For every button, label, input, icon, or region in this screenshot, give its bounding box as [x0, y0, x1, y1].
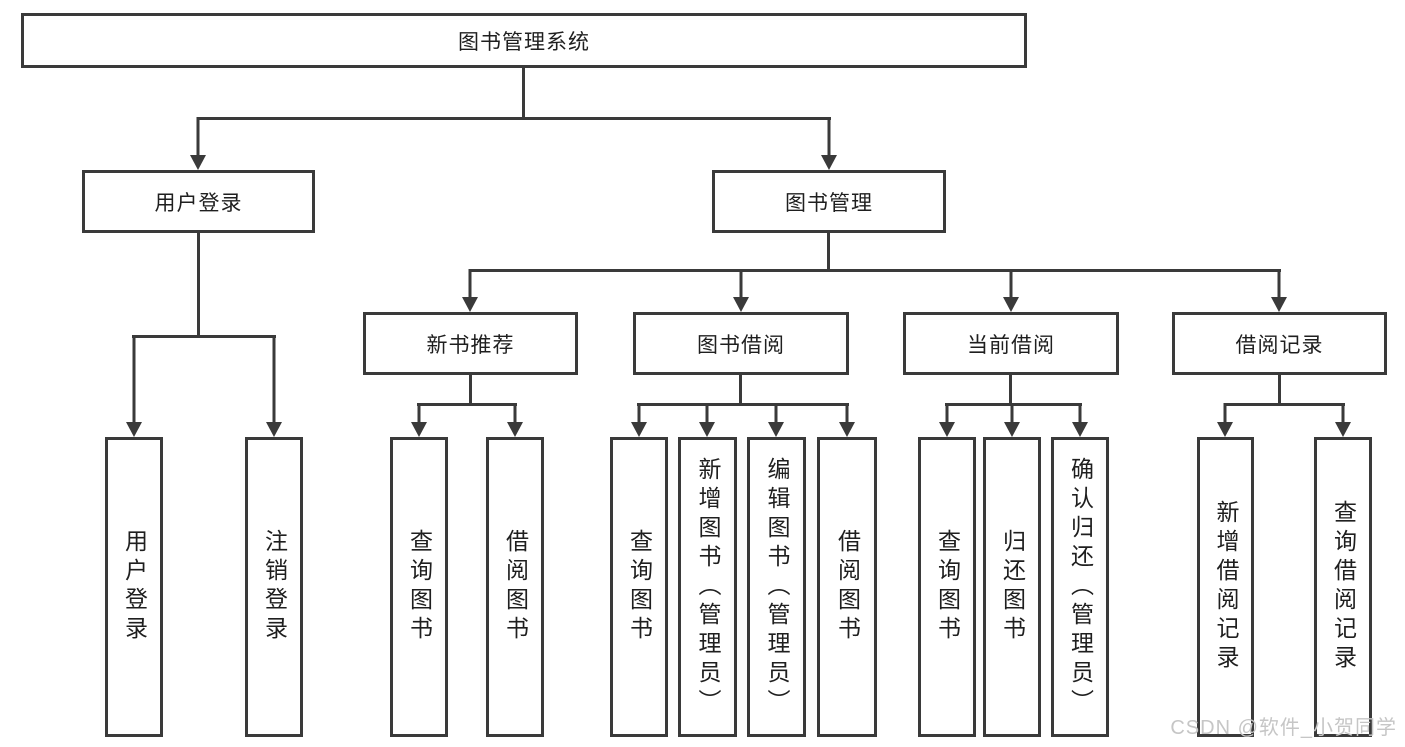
leaf-borrow-books-recommend: 借阅图书 [486, 437, 544, 737]
connector-arrow-down [462, 269, 478, 312]
leaf-query-books-borrow: 查询图书 [610, 437, 668, 737]
connector-arrow-down [839, 403, 855, 437]
connector-line [417, 403, 517, 406]
connector-arrow-down [1072, 403, 1088, 437]
leaf-add-books-admin: 新增图书（管理员） [678, 437, 737, 737]
node-new-book-recommendation: 新书推荐 [363, 312, 578, 375]
connector-arrow-down [1217, 403, 1233, 437]
leaf-confirm-return-admin: 确认归还（管理员） [1051, 437, 1109, 737]
node-library-management-system: 图书管理系统 [21, 13, 1027, 68]
connector-line [469, 375, 472, 406]
connector-line [197, 233, 200, 338]
connector-arrow-down [190, 117, 206, 170]
connector-line [132, 335, 276, 338]
connector-arrow-down [126, 335, 142, 437]
node-current-borrowing: 当前借阅 [903, 312, 1119, 375]
leaf-add-borrow-record: 新增借阅记录 [1197, 437, 1254, 737]
node-book-management: 图书管理 [712, 170, 946, 233]
leaf-return-books: 归还图书 [983, 437, 1041, 737]
connector-arrow-down [266, 335, 282, 437]
connector-line [1224, 403, 1345, 406]
connector-arrow-down [1335, 403, 1351, 437]
leaf-query-borrow-record: 查询借阅记录 [1314, 437, 1372, 737]
connector-line [827, 233, 830, 272]
leaf-user-login: 用户登录 [105, 437, 163, 737]
leaf-borrow-books: 借阅图书 [817, 437, 877, 737]
leaf-query-books-current: 查询图书 [918, 437, 976, 737]
connector-arrow-down [733, 269, 749, 312]
connector-line [469, 269, 1281, 272]
node-borrowing-records: 借阅记录 [1172, 312, 1387, 375]
connector-arrow-down [411, 403, 427, 437]
connector-arrow-down [699, 403, 715, 437]
connector-arrow-down [1004, 403, 1020, 437]
leaf-query-books-recommend: 查询图书 [390, 437, 448, 737]
connector-line [1278, 375, 1281, 406]
leaf-logout: 注销登录 [245, 437, 303, 737]
connector-line [739, 375, 742, 406]
node-book-borrowing: 图书借阅 [633, 312, 849, 375]
connector-line [522, 68, 525, 120]
connector-line [637, 403, 849, 406]
connector-arrow-down [939, 403, 955, 437]
connector-arrow-down [507, 403, 523, 437]
node-user-login: 用户登录 [82, 170, 315, 233]
connector-arrow-down [631, 403, 647, 437]
connector-arrow-down [768, 403, 784, 437]
connector-line [197, 117, 831, 120]
watermark-text: CSDN @软件_小贺同学 [1170, 717, 1397, 739]
connector-line [1009, 375, 1012, 406]
connector-arrow-down [821, 117, 837, 170]
connector-arrow-down [1271, 269, 1287, 312]
connector-arrow-down [1003, 269, 1019, 312]
leaf-edit-books-admin: 编辑图书（管理员） [747, 437, 806, 737]
